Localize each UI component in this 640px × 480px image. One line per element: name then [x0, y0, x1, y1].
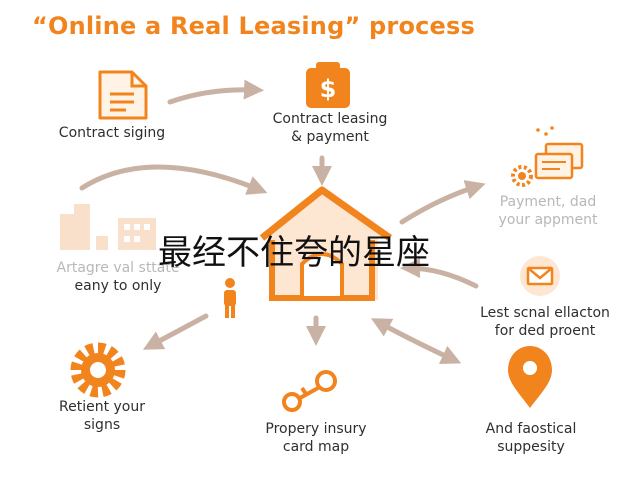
label-artagre: Artagre val sttate eany to only — [40, 259, 196, 295]
envelope-icon — [520, 256, 560, 296]
diagram-title: “Online a Real Leasing” process — [32, 12, 592, 40]
label-retient: Retient your signs — [40, 398, 164, 434]
contract-leasing-line-2: & payment — [291, 129, 369, 145]
overlay-caption: 最经不住夸的星座 — [158, 233, 430, 273]
svg-text:$: $ — [320, 75, 337, 103]
label-faostical: And faostical suppesity — [466, 420, 596, 456]
buildings-icon — [60, 204, 156, 250]
location-pin-icon — [508, 346, 552, 408]
arrow-lest-to-house — [400, 258, 479, 289]
arrow-house-to-payment — [399, 180, 486, 225]
arrow-left-curve-to-house — [79, 164, 268, 195]
arrow-person-to-retient — [142, 313, 209, 350]
contract-signing-text: Contract siging — [58, 125, 166, 141]
retient-line-1: Retient your — [59, 399, 145, 415]
label-lest-scnal: Lest scnal ellacton for ded proent — [458, 304, 632, 340]
payment-line-1: Payment, dad — [499, 194, 597, 210]
artagre-line-1: Artagre val sttate — [56, 260, 180, 276]
lest-scnal-line-2: for ded proent — [494, 323, 596, 339]
house-icon — [259, 186, 393, 301]
contract-leasing-line-1: Contract leasing — [272, 111, 388, 127]
retient-line-2: signs — [83, 417, 121, 433]
gear-icon — [70, 342, 126, 398]
title-quote-open: “ — [32, 12, 48, 40]
label-propery: Propery insury card map — [246, 420, 386, 456]
propery-line-1: Propery insury — [265, 421, 367, 437]
artagre-line-2: eany to only — [74, 278, 162, 294]
faostical-line-1: And faostical — [485, 421, 577, 437]
document-icon — [98, 70, 148, 120]
label-contract-leasing: Contract leasing & payment — [255, 110, 405, 146]
dollar-bag-icon: $ — [306, 62, 350, 108]
propery-line-2: card map — [282, 439, 350, 455]
faostical-line-2: suppesity — [497, 439, 565, 455]
label-payment: Payment, dad your appment — [478, 193, 618, 229]
person-icon — [224, 278, 236, 318]
title-quote-close: ” — [344, 12, 361, 40]
label-contract-signing: Contract siging — [42, 124, 182, 142]
payment-line-2: your appment — [498, 212, 598, 228]
title-suffix: process — [360, 12, 476, 40]
gear-documents-icon — [511, 126, 584, 187]
arrow-house-to-faostical — [370, 318, 462, 365]
lest-scnal-line-1: Lest scnal ellacton — [480, 305, 610, 321]
flow-arrows — [79, 79, 486, 365]
key-icon — [282, 370, 337, 412]
title-brand: Online a Real Leasing — [47, 12, 345, 40]
arrow-signing-to-leasing — [167, 79, 264, 105]
